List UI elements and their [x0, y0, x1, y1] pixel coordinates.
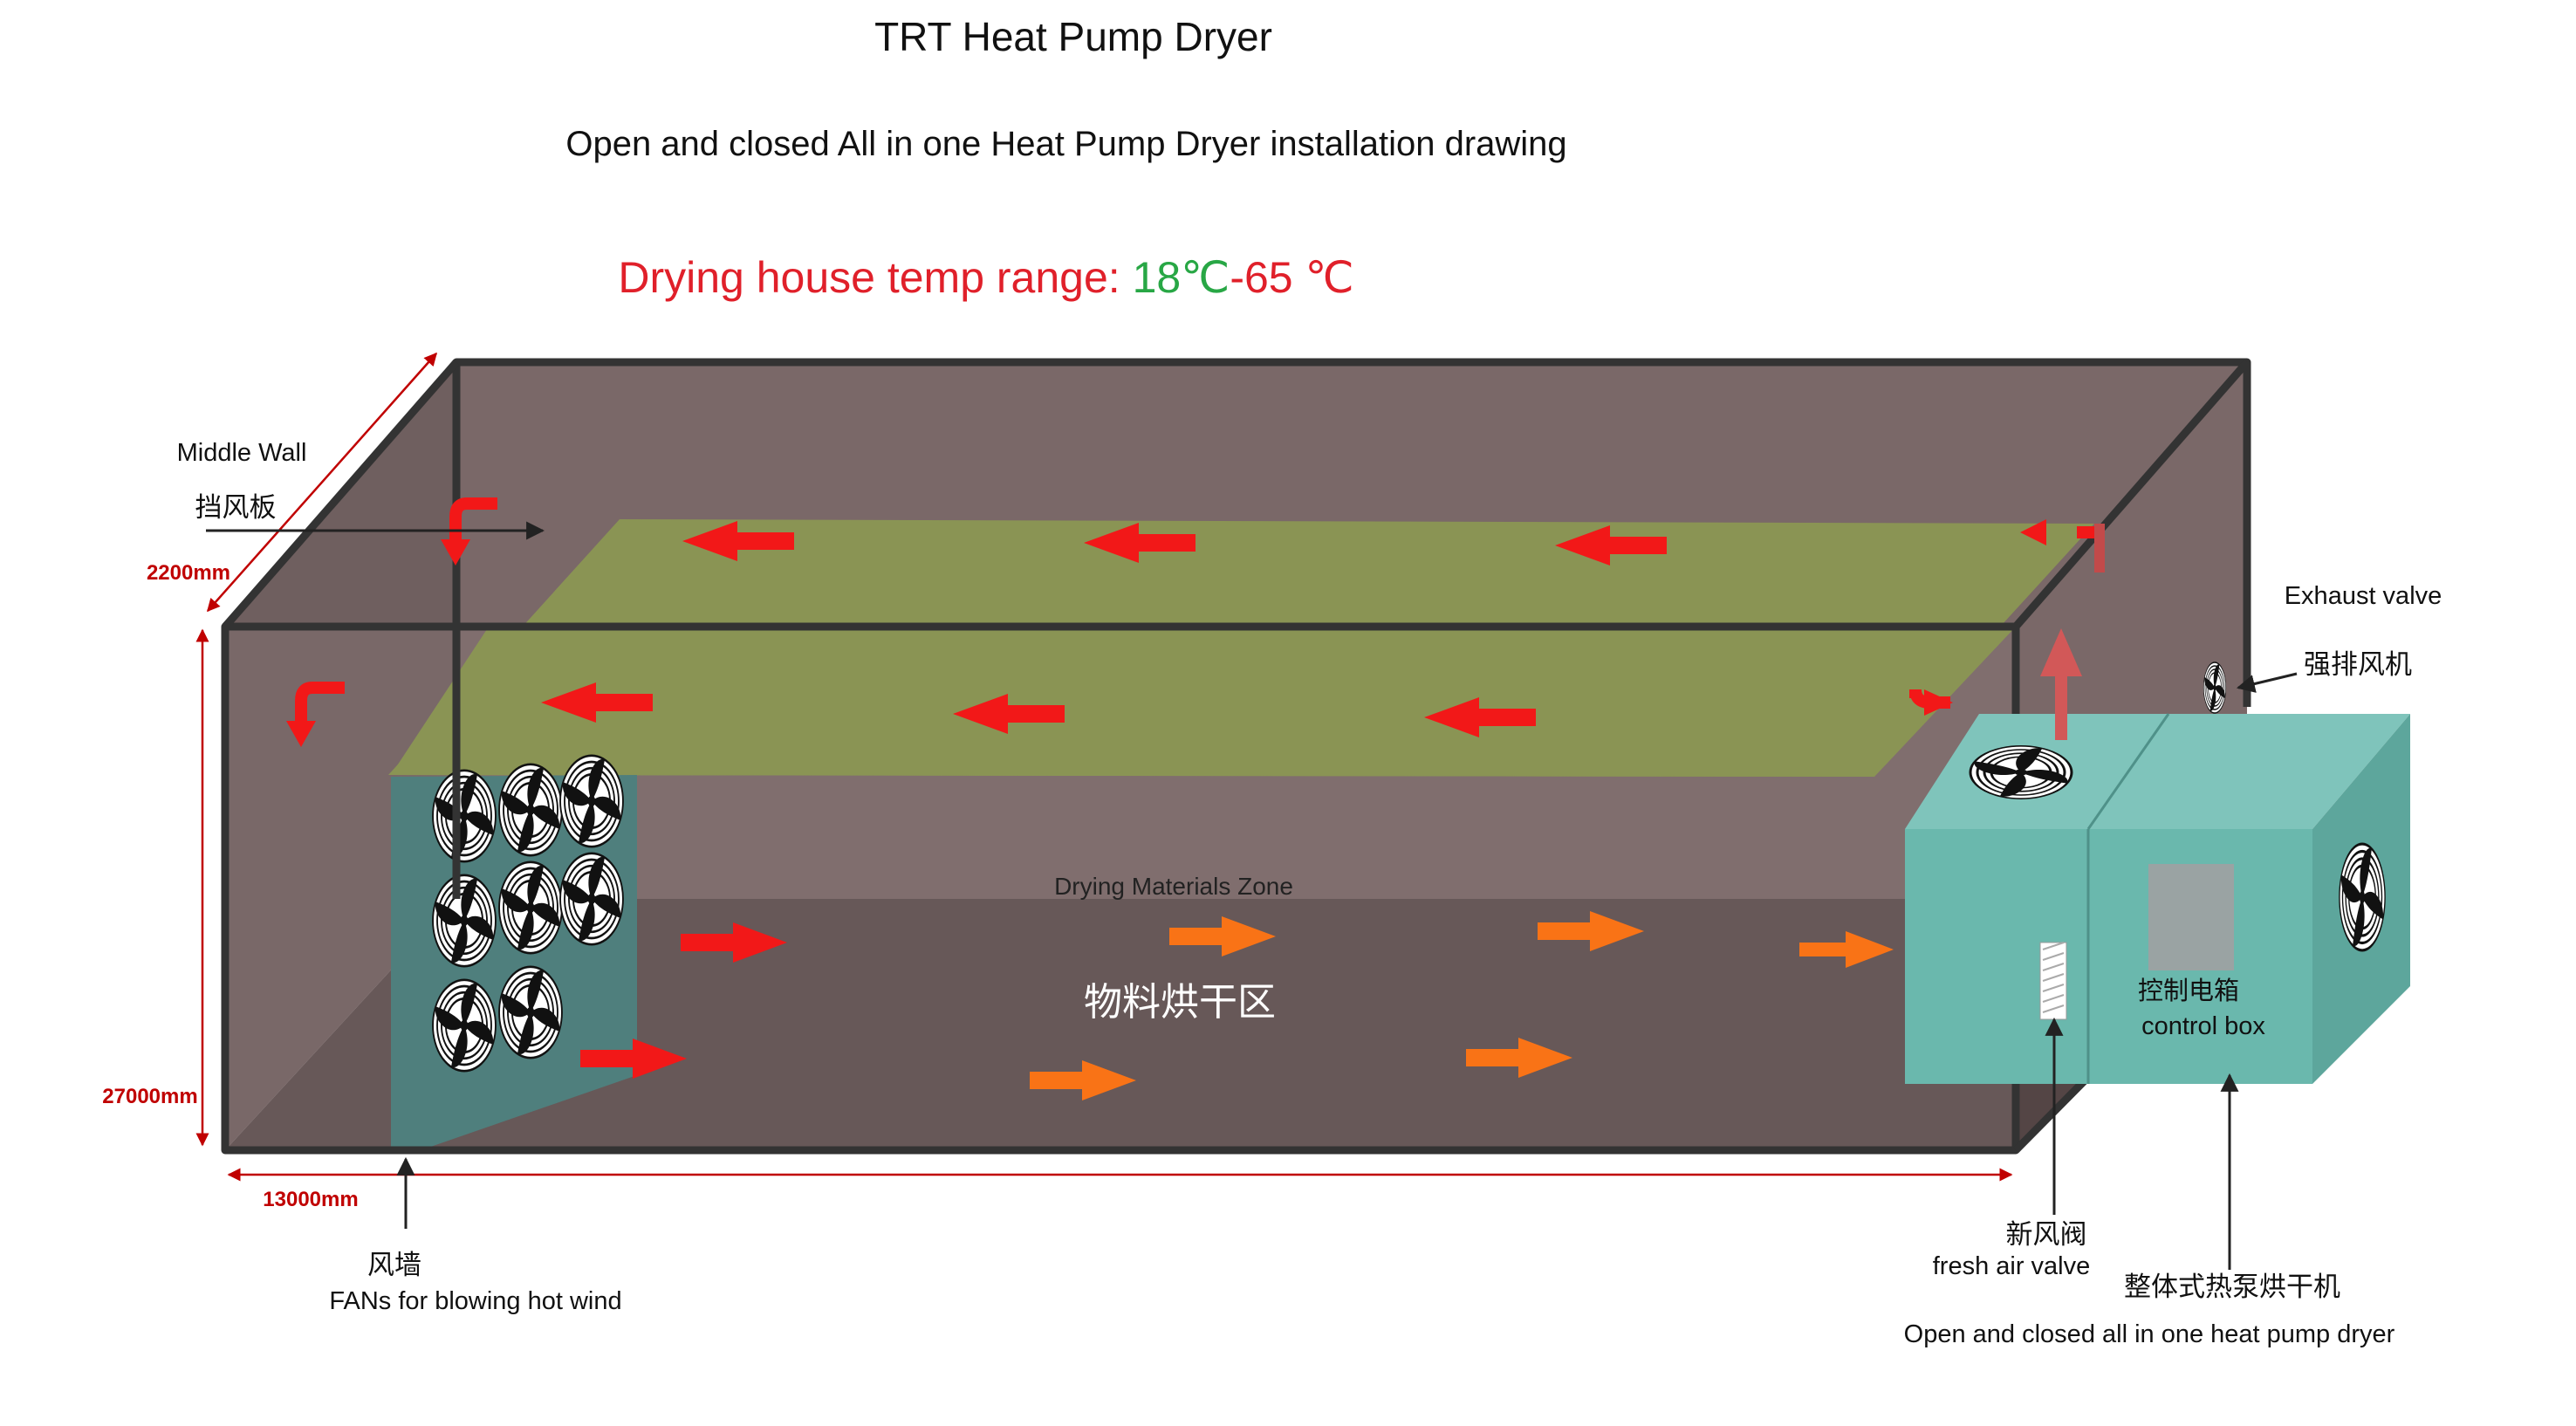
temp-range-high: -65 ℃ — [1230, 253, 1353, 302]
red-flow-arrow — [541, 682, 653, 723]
fan-wall-label-cn: 风墙 — [367, 1250, 421, 1280]
exhaust-valve-label: Exhaust valve — [2285, 582, 2442, 610]
red-flow-arrow — [681, 922, 787, 963]
wall-fan-icon — [431, 978, 497, 1073]
orange-flow-arrow — [1538, 911, 1644, 951]
exhaust-fan-icon — [2203, 662, 2227, 714]
middle-wall-label: Middle Wall — [177, 439, 307, 467]
dryer-front — [1905, 829, 2312, 1084]
wall-fan-icon — [431, 769, 497, 863]
wall-fan-icon — [497, 763, 564, 857]
return-flow-tail — [2094, 524, 2105, 572]
fresh-air-label: fresh air valve — [1933, 1252, 2091, 1280]
control-box-label-cn: 控制电箱 — [2138, 977, 2239, 1005]
subtitle: Open and closed All in one Heat Pump Dry… — [565, 125, 1566, 163]
height-dimension: 27000mm — [102, 1085, 197, 1108]
condenser-fan-icon — [1969, 744, 2073, 800]
wall-fan-icon — [558, 754, 625, 848]
temp-range: Drying house temp range: 18℃-65 ℃ — [618, 253, 1353, 302]
depth-dimension-line — [207, 352, 437, 613]
turn-arrow-head — [2020, 519, 2046, 545]
dryer-top — [1905, 714, 2410, 829]
turn-arrow-head — [1924, 689, 1953, 716]
temp-range-label: Drying house temp range: — [618, 253, 1132, 302]
turn-arrow-head — [286, 721, 316, 747]
exhaust-up-arrow — [2040, 628, 2082, 740]
red-flow-arrow — [1555, 525, 1667, 566]
room-floor — [225, 899, 2247, 1150]
exhaust-leader — [2236, 672, 2298, 693]
lower-shelf — [391, 627, 2016, 777]
red-flow-arrow — [580, 1039, 687, 1079]
turn-arrow-head — [441, 539, 470, 566]
wall-fan-icon — [558, 852, 625, 946]
middle-wall-label-cn: 挡风板 — [195, 492, 277, 523]
heat-pump-dryer: 控制电箱 control box — [1905, 662, 2410, 1084]
exhaust-valve-label-cn: 强排风机 — [2304, 649, 2412, 680]
orange-flow-arrow — [1799, 931, 1894, 968]
wall-fan-icon — [497, 965, 564, 1059]
red-flow-arrow — [1084, 523, 1196, 563]
side-fan-icon — [2338, 842, 2387, 952]
wall-fan-icon — [431, 874, 497, 968]
red-flow-arrow — [1424, 697, 1536, 737]
airflow-arrows-supply — [580, 911, 1894, 1100]
airflow-arrows-return — [541, 521, 1667, 737]
dryer-label: Open and closed all in one heat pump dry… — [1904, 1320, 2395, 1348]
title: TRT Heat Pump Dryer — [874, 14, 1272, 59]
orange-flow-arrow — [1169, 916, 1276, 956]
orange-flow-arrow — [1030, 1060, 1136, 1100]
temp-range-low: 18℃ — [1133, 253, 1230, 302]
control-box-label: control box — [2141, 1012, 2265, 1040]
length-dimension: 13000mm — [263, 1188, 358, 1211]
dryer-label-cn: 整体式热泵烘干机 — [2124, 1272, 2340, 1302]
red-flow-arrow — [953, 694, 1065, 734]
fresh-air-label-cn: 新风阀 — [2006, 1219, 2087, 1250]
orange-flow-arrow — [1466, 1038, 1572, 1078]
zone-label: Drying Materials Zone — [1054, 873, 1293, 900]
control-box-panel — [2148, 864, 2234, 970]
wall-fan-icon — [497, 860, 564, 955]
depth-dimension: 2200mm — [147, 561, 230, 585]
dimension-lines — [195, 352, 2013, 1182]
red-flow-arrow — [682, 521, 794, 561]
callout-lines — [206, 521, 2298, 1270]
zone-label-cn: 物料烘干区 — [1084, 981, 1276, 1024]
fan-wall-label: FANs for blowing hot wind — [329, 1287, 621, 1315]
